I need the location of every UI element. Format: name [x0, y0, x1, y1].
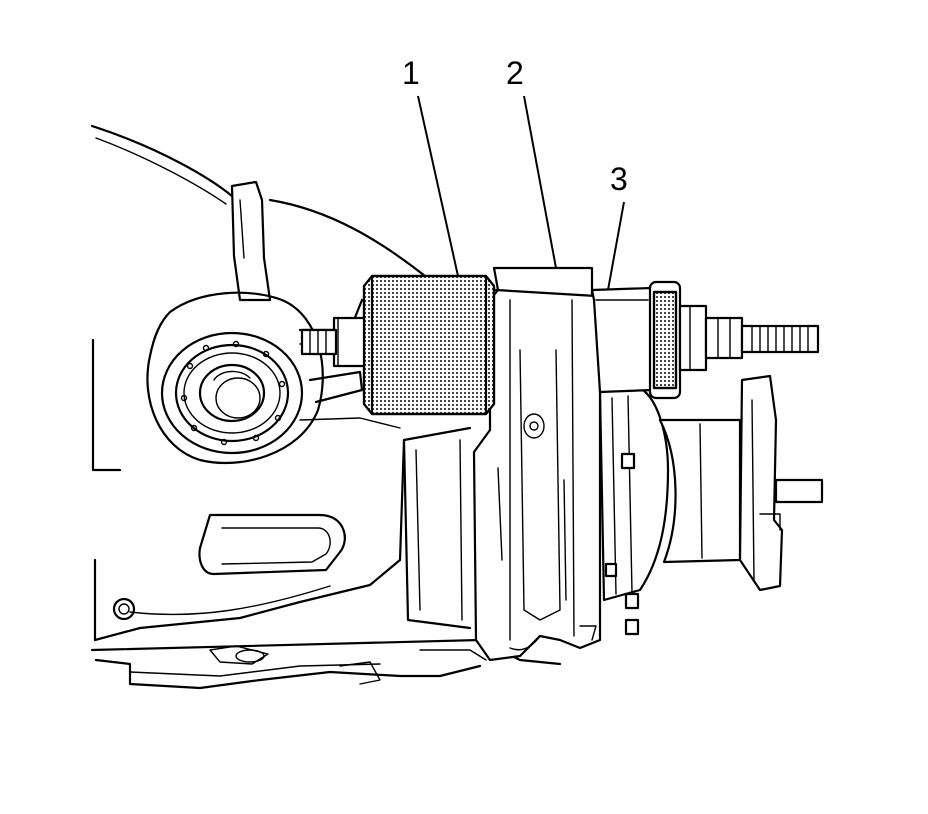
knurled-adapter — [362, 274, 496, 416]
callout-2: 2 — [506, 55, 557, 269]
tool-body-plate — [472, 266, 602, 662]
callout-1-label: 1 — [402, 55, 420, 91]
callout-2-label: 2 — [506, 55, 524, 91]
callout-1: 1 — [402, 55, 459, 277]
transaxle-housing — [90, 124, 562, 690]
callout-3-label: 3 — [610, 161, 628, 197]
forcing-screw-nut — [648, 280, 820, 400]
axle-flange-assembly — [598, 374, 824, 636]
callout-3: 3 — [607, 161, 628, 291]
output-seal-boss — [146, 291, 324, 464]
forcing-screw-left — [300, 316, 366, 368]
tool-adapter-housing — [590, 286, 654, 394]
